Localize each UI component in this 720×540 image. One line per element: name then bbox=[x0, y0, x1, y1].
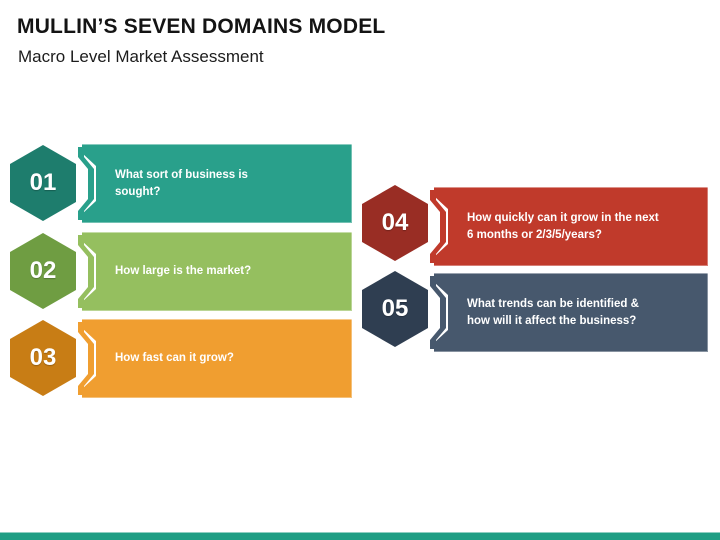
page-subtitle: Macro Level Market Assessment bbox=[18, 47, 264, 66]
page-title: MULLIN’S SEVEN DOMAINS MODEL bbox=[17, 15, 386, 38]
domain-card: How quickly can it grow in the next 6 mo… bbox=[434, 187, 708, 266]
domain-card-text: What trends can be identified & how will… bbox=[467, 298, 639, 327]
domain-card-text: How quickly can it grow in the next 6 mo… bbox=[467, 212, 659, 241]
domain-number: 03 bbox=[29, 344, 57, 371]
hexagon-number-badge: 02 bbox=[10, 233, 76, 309]
domain-number: 04 bbox=[381, 209, 409, 236]
hexagon-number-badge: 04 bbox=[362, 185, 428, 261]
hexagon-number-badge: 01 bbox=[10, 145, 76, 221]
domain-card: How fast can it grow? bbox=[82, 319, 352, 398]
footer-accent-bar bbox=[0, 532, 720, 540]
domain-card: How large is the market? bbox=[82, 232, 352, 311]
domain-number: 05 bbox=[381, 295, 409, 322]
domain-number: 01 bbox=[29, 169, 57, 196]
domain-card-text: What sort of business is sought? bbox=[115, 169, 248, 198]
domain-number: 02 bbox=[29, 257, 57, 284]
hexagon-number-badge: 03 bbox=[10, 320, 76, 396]
hexagon-number-badge: 05 bbox=[362, 271, 428, 347]
domain-card-text: How fast can it grow? bbox=[115, 352, 234, 365]
domain-card: What sort of business is sought? bbox=[82, 144, 352, 223]
domain-card-text: How large is the market? bbox=[115, 265, 252, 278]
domain-card: What trends can be identified & how will… bbox=[434, 273, 708, 352]
